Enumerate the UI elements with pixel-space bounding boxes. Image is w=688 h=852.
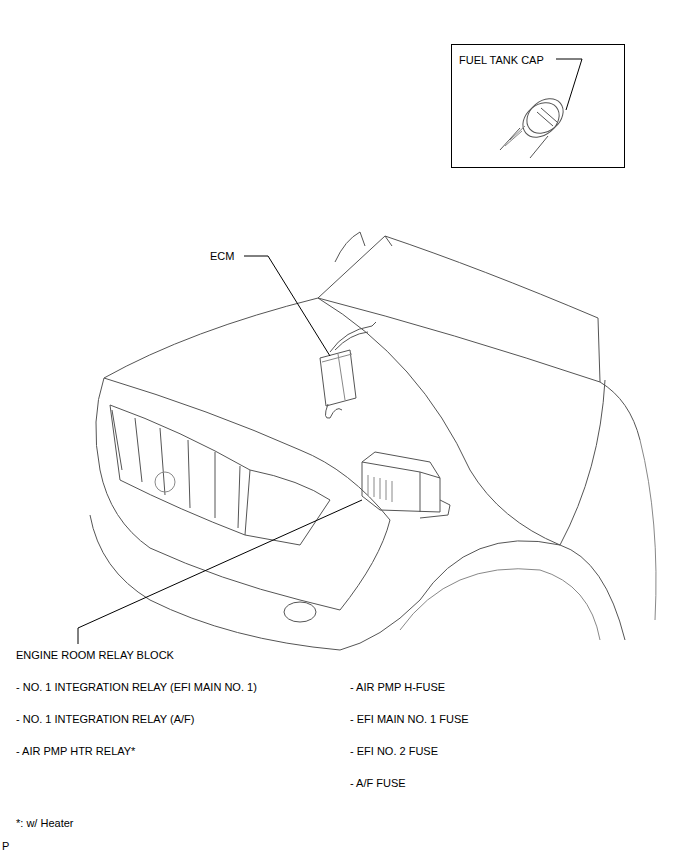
fuel-cap-drawing (500, 92, 570, 158)
leader-line (556, 59, 582, 110)
part-label: *: w/ Heater (16, 817, 73, 830)
part-label: - EFI MAIN NO. 1 FUSE (350, 713, 469, 726)
part-label: - NO. 1 INTEGRATION RELAY (A/F) (16, 713, 194, 726)
inset-title: FUEL TANK CAP (459, 54, 544, 67)
part-label: P (2, 840, 9, 852)
car-body (90, 232, 656, 650)
part-label: - NO. 1 INTEGRATION RELAY (EFI MAIN NO. … (16, 681, 257, 694)
leader-line (78, 500, 362, 644)
leader-line (244, 256, 330, 356)
part-label: ENGINE ROOM RELAY BLOCK (16, 649, 174, 662)
relay-block (362, 452, 450, 518)
part-label: - AIR PMP HTR RELAY* (16, 745, 135, 758)
ecm-unit (320, 322, 376, 418)
part-label: - AIR PMP H-FUSE (350, 681, 445, 694)
part-label: - A/F FUSE (350, 777, 406, 790)
inset-box: FUEL TANK CAP (451, 44, 625, 168)
part-label: ECM (210, 250, 234, 263)
part-label: - EFI NO. 2 FUSE (350, 745, 438, 758)
